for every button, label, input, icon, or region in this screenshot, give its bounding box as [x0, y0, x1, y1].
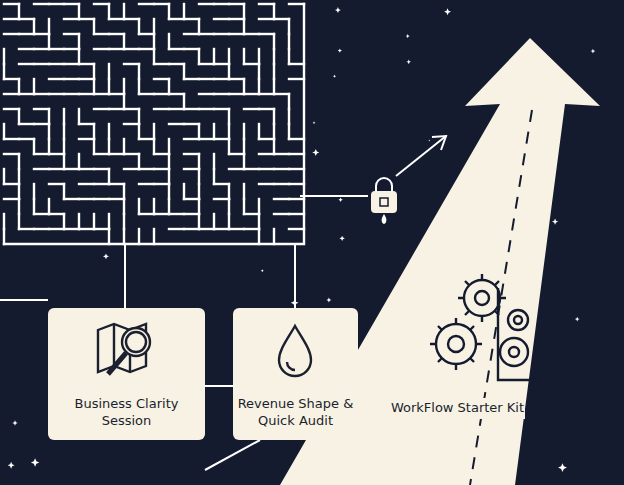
service-box: Revenue Shape & Quick Audit [233, 308, 358, 440]
maze [4, 4, 304, 244]
node-label: Business Clarity Session [57, 396, 197, 430]
connector [205, 386, 233, 387]
node-label: Revenue Shape & Quick Audit [237, 396, 355, 430]
service-box: Business Clarity Session [48, 308, 205, 440]
node-label: WorkFlow Starter Kit [390, 398, 525, 419]
lock-icon [372, 178, 396, 223]
